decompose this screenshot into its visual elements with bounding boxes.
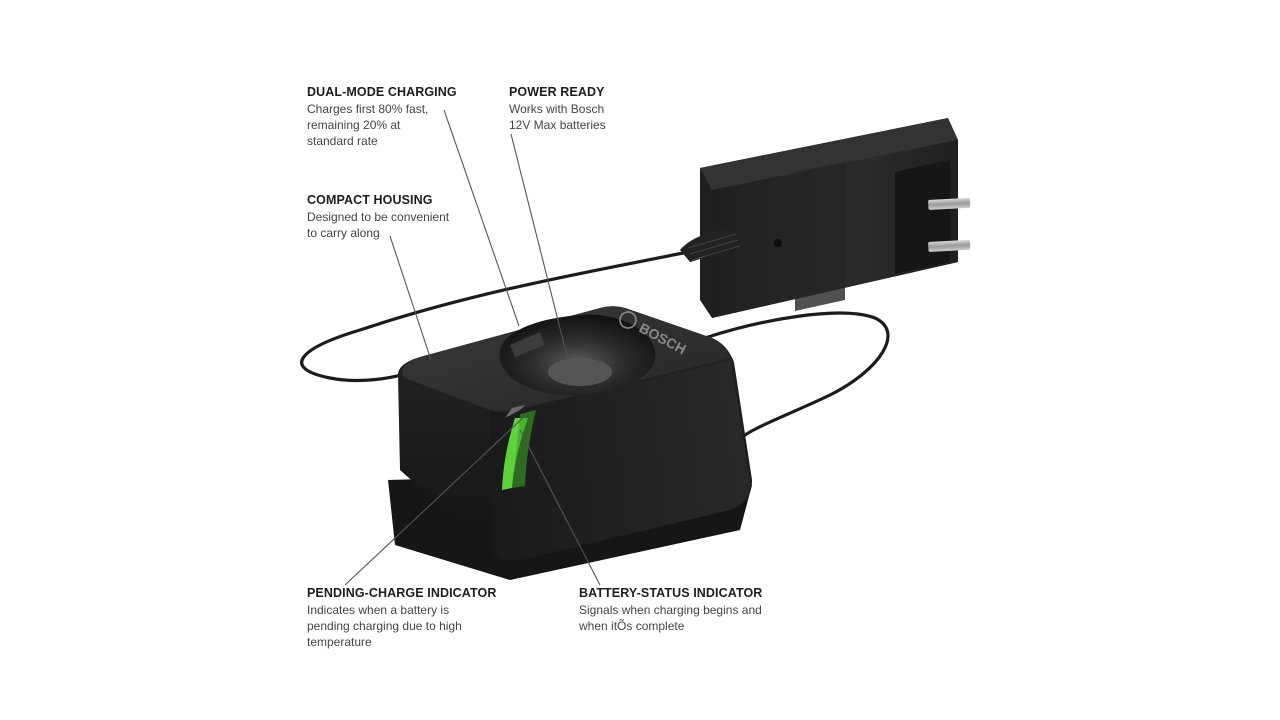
- power-cable: [300, 250, 890, 437]
- callout-title: BATTERY-STATUS INDICATOR: [579, 586, 763, 600]
- wall-adapter: [680, 118, 971, 318]
- leader-lines: [344, 109, 601, 586]
- callout-body: Indicates when a battery is pending char…: [307, 603, 462, 649]
- callout-title: POWER READY: [509, 85, 605, 99]
- callout-body: Charges first 80% fast, remaining 20% at…: [307, 102, 429, 148]
- callout-title: COMPACT HOUSING: [307, 193, 433, 207]
- callout-body: Works with Bosch 12V Max batteries: [509, 102, 606, 132]
- callout-battery-status-indicator: BATTERY-STATUS INDICATOR Signals when ch…: [579, 585, 762, 634]
- callout-body: Designed to be convenient to carry along: [307, 210, 450, 240]
- callout-dual-mode-charging: DUAL-MODE CHARGING Charges first 80% fas…: [307, 84, 457, 149]
- callout-title: DUAL-MODE CHARGING: [307, 85, 457, 99]
- callout-pending-charge-indicator: PENDING-CHARGE INDICATOR Indicates when …: [307, 585, 496, 650]
- callout-power-ready: POWER READY Works with Bosch 12V Max bat…: [509, 84, 606, 133]
- charger-base: [388, 306, 752, 580]
- callout-title: PENDING-CHARGE INDICATOR: [307, 586, 497, 600]
- pending-indicator-light: [505, 405, 525, 418]
- callout-compact-housing: COMPACT HOUSING Designed to be convenien…: [307, 192, 449, 241]
- callout-body: Signals when charging begins and when it…: [579, 603, 762, 633]
